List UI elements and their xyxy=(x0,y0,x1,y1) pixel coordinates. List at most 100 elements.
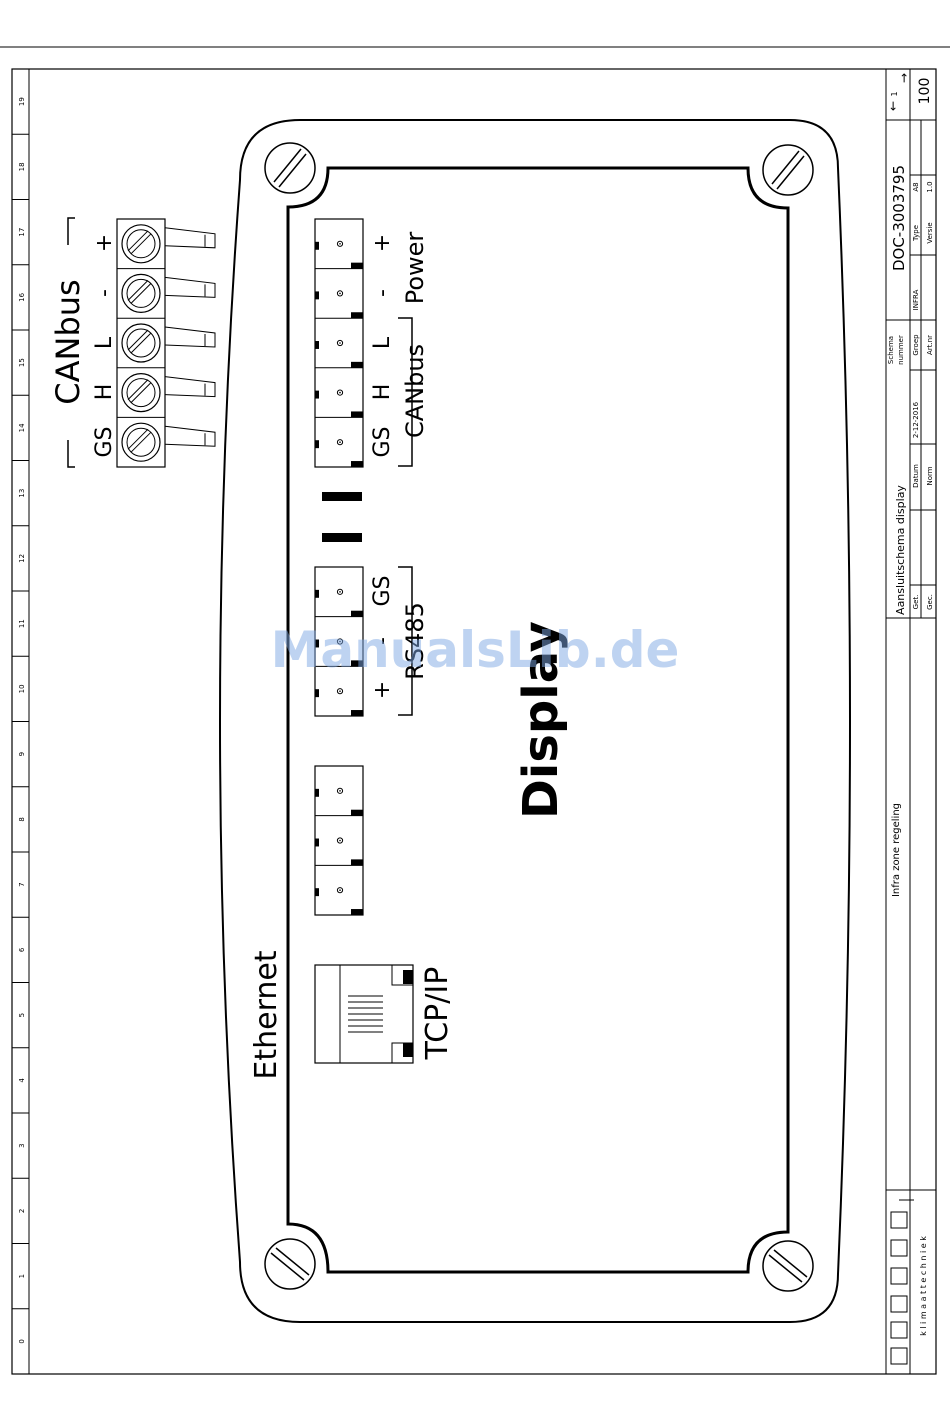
terminal-screw-icon xyxy=(336,339,344,347)
plug-screw-icon xyxy=(121,422,161,462)
plug-screw-slot xyxy=(130,431,152,453)
canbus-external-label: CANbus xyxy=(49,279,87,404)
rs485-bracket xyxy=(398,566,413,716)
terminal-latch xyxy=(315,341,319,349)
grid-number: 6 xyxy=(18,947,26,952)
title-block xyxy=(885,69,936,1374)
project-title: Infra zone regeling xyxy=(891,803,902,897)
grid-number: 18 xyxy=(18,162,26,171)
type-value: A8 xyxy=(912,182,920,191)
ethernet-port-icon xyxy=(314,964,414,1064)
equals-bar xyxy=(322,492,362,501)
screw-icon xyxy=(264,142,316,194)
rs485-pin-gs: GS xyxy=(370,575,395,606)
grid-number: 8 xyxy=(18,817,26,821)
grid-number: 19 xyxy=(18,97,26,106)
grid-number: 14 xyxy=(18,423,26,432)
canbus-power-terminal-block xyxy=(314,218,364,468)
power-label: Power xyxy=(401,232,429,305)
company-tagline: k l i m a a t t e c h n i e k xyxy=(919,1236,928,1336)
ext-pin-minus: - xyxy=(92,289,117,297)
label-artnr: Art.nr xyxy=(926,335,934,355)
wire-ferrule xyxy=(164,227,216,249)
terminal-screw-icon xyxy=(336,887,344,894)
terminal-housing xyxy=(314,218,364,468)
canbus-plug-connector xyxy=(116,218,216,468)
grid-number: 1 xyxy=(18,1274,26,1278)
terminal-screw-icon xyxy=(336,638,344,645)
plug-screw-slot xyxy=(130,283,152,304)
terminal-latch xyxy=(315,639,319,648)
terminal-latch xyxy=(315,390,319,399)
ext-pin-h: H xyxy=(92,384,117,401)
grid-number: 2 xyxy=(18,1209,26,1213)
terminal-screw-center xyxy=(339,640,341,643)
terminal-latch xyxy=(315,689,319,698)
ethernet-label: Ethernet xyxy=(249,950,284,1079)
screw-icon xyxy=(264,1238,316,1290)
grid-number: 15 xyxy=(18,358,26,367)
terminal-screw-icon xyxy=(336,439,344,446)
screw-icon xyxy=(762,1240,814,1292)
grid-number: 17 xyxy=(18,228,26,237)
plug-screw-icon xyxy=(121,373,161,413)
label-nummer: nummer xyxy=(897,335,905,365)
plug-screw-slot xyxy=(127,379,149,400)
terminal-screw-center xyxy=(339,441,341,444)
sheet-value: 1 xyxy=(890,91,899,96)
terminal-latch xyxy=(315,241,319,250)
plug-screw-slot xyxy=(130,233,152,255)
doc-number: DOC-3003795 xyxy=(890,165,908,271)
terminal-screw-center xyxy=(339,292,341,295)
label-norm: Norm xyxy=(926,466,934,485)
versie-value: 1.0 xyxy=(926,181,934,192)
watermark: ManualsLib.de xyxy=(271,621,680,679)
terminal-screw-icon xyxy=(336,290,344,297)
grid-number: 7 xyxy=(18,882,26,886)
terminal-screw-center xyxy=(339,790,341,792)
label-schema: Schema xyxy=(887,336,895,364)
plug-screw-slot xyxy=(127,280,149,301)
terminal-screw-icon xyxy=(336,240,344,247)
grid-number: 12 xyxy=(18,554,26,563)
drawing-title: Aansluitschema display xyxy=(894,485,907,615)
terminal-screw-center xyxy=(339,391,341,394)
terminal-latch xyxy=(351,411,363,418)
terminal-latch xyxy=(351,312,363,319)
rs485-terminal-block xyxy=(314,566,364,717)
grid-number: 11 xyxy=(18,619,26,628)
sheet-number: 100 xyxy=(917,78,933,105)
terminal-screw-icon xyxy=(336,688,344,695)
canbus-pin-l: L xyxy=(370,336,395,349)
canbus-pin-h: H xyxy=(370,384,395,401)
terminal-latch xyxy=(351,610,363,617)
terminal-housing xyxy=(314,765,364,916)
spare-terminal-block xyxy=(314,765,364,916)
plug-screw-head xyxy=(126,378,156,408)
wire-ferrule xyxy=(164,326,216,348)
terminal-latch xyxy=(351,361,363,368)
grid-number: 5 xyxy=(18,1013,26,1017)
terminal-latch xyxy=(315,788,319,797)
plug-screw-icon xyxy=(121,323,161,363)
terminal-housing xyxy=(314,566,364,717)
equals-bar xyxy=(322,533,362,542)
wire-ferrule xyxy=(164,425,216,447)
grid-number: 9 xyxy=(18,752,26,756)
canbus-pin-gs: GS xyxy=(370,426,395,457)
terminal-latch xyxy=(351,660,363,667)
plug-screw-head xyxy=(126,427,156,457)
grid-number: 16 xyxy=(18,292,26,301)
plug-screw-icon xyxy=(121,273,161,313)
terminal-screw-icon xyxy=(336,837,344,844)
label-gec: Gec. xyxy=(926,594,934,610)
plug-screw-head xyxy=(126,229,156,259)
terminal-latch xyxy=(315,291,319,300)
canbus-external-bracket xyxy=(67,217,75,468)
plug-screw-slot xyxy=(127,428,149,450)
terminal-screw-center xyxy=(339,889,341,891)
terminal-screw-center xyxy=(339,342,341,344)
label-get: Get. xyxy=(912,595,920,610)
plug-screw-slot xyxy=(130,332,152,354)
